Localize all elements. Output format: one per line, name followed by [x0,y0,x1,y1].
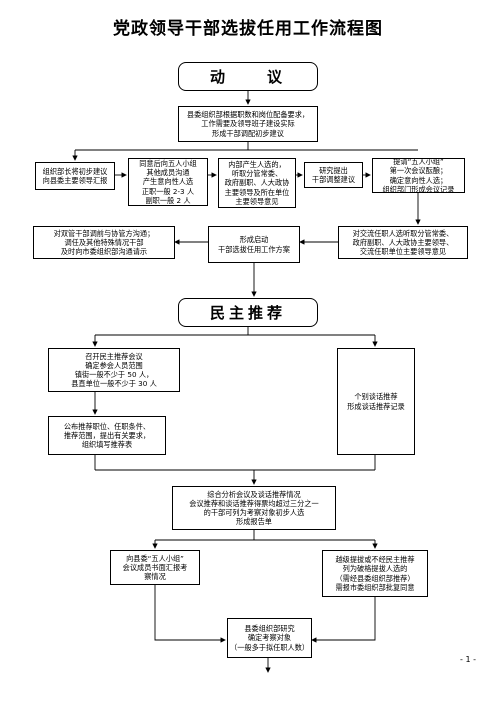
box-first-meeting: 提请“五人小组” 第一次会议酝酿； 确定意向性人选； 组织部门形成会议记录 [372,158,465,193]
box-adjustment-suggestion: 研究提出 干部调整建议 [304,162,363,188]
page-number: - 1 - [460,655,476,664]
box-determine-candidates: 县委组织部研究 确定考察对象 （一般多于拟任职人数） [227,618,312,658]
box-recommend-meeting: 召开民主推荐会议 确定参会人员范围 镇街一般不少于 50 人， 县直单位一般不少… [48,348,180,392]
page-title: 党政领导干部选拔任用工作流程图 [113,19,383,39]
box-five-person-group: 同意后向五人小组 其他成员沟通 产生意向性人选 正职一般 2-3 人 副职一般 … [128,158,208,206]
box-exceptional-promotion: 越级提拔或不经民主推荐 列为破格提拔人选的 （需经县委组织部推荐） 需报市委组织… [322,550,428,597]
box-internal-candidate: 内部产生人选的， 听取分管常委、 政府副职、人大政协 主要领导及所在单位 主要领… [218,158,296,208]
box-publish-positions: 公布推荐职位、任职条件、 推荐范围，提出有关要求， 组织填写推荐表 [48,416,166,455]
phase-dongyi: 动 议 [178,62,318,91]
box-report-five-group: 向县委“五人小组” 会议成员书面汇报考 察情况 [110,550,200,585]
box-report-to-leader: 组织部长将初步建议 向县委主要领导汇报 [35,162,115,190]
box-individual-talk: 个别谈话推荐 形成谈话推荐记录 [337,348,415,455]
box-comprehensive-analysis: 综合分析会议及谈话推荐情况 会议推荐和谈话推荐得票均超过三分之一 的干部可列为考… [172,486,336,530]
phase-minzhu: 民主推荐 [178,298,318,327]
box-exchange-opinion: 对交流任职人选听取分管常委、 政府副职、人大政协主要领导、 交流任职单位主要领导… [338,226,468,259]
box-start-plan: 形成启动 干部选拔任用工作方案 [208,226,300,263]
box-double-management: 对双管干部调前与协管方沟通； 调任及其他特殊情况干部 及时向市委组织部沟通请示 [33,226,175,259]
box-initial-suggestion: 县委组织部根据职数和岗位配备要求， 工作需要及领导班子建设实际 形成干部调配初步… [178,106,318,142]
